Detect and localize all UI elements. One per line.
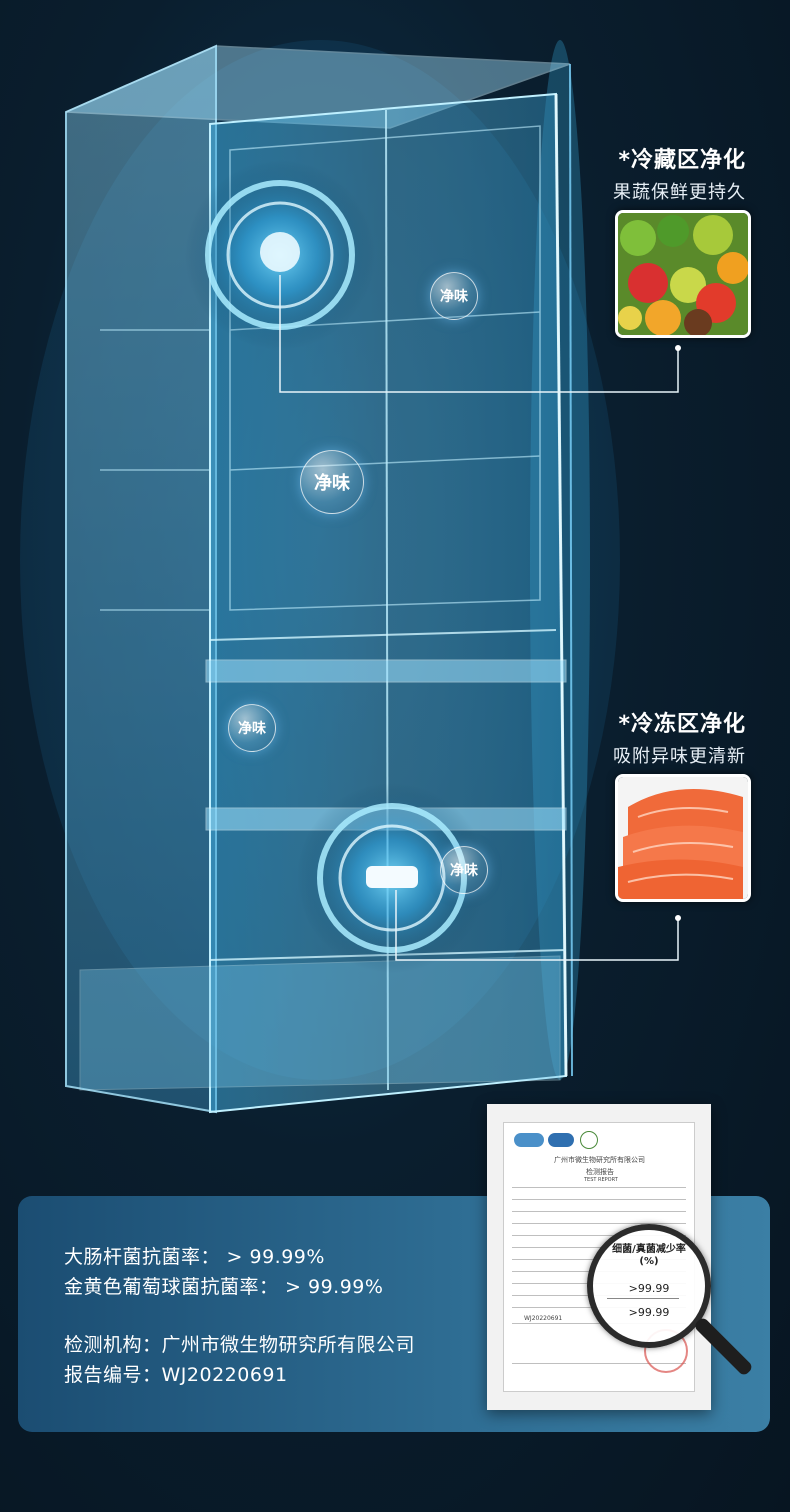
deodorize-bubble: 净味 [440,846,488,894]
deodorize-bubble: 净味 [228,704,276,752]
bubble-label: 净味 [440,289,468,305]
ilac-logo-icon [548,1133,574,1147]
freezer-zone-label: *冷冻区净化 吸附异味更清新 [613,706,746,768]
ecoli-rate: 大肠杆菌抗菌率： > 99.99% [64,1246,325,1268]
cma-seal-icon [580,1131,598,1149]
report-number-text: WJ20220691 [524,1315,563,1322]
magnifier-value-2: >99.99 [628,1306,670,1319]
magnifier-title: 细菌/真菌减少率 (%) [612,1244,686,1267]
testing-agency: 检测机构：广州市微生物研究所有限公司 [64,1334,416,1356]
report-subheader-en: TEST REPORT [584,1177,618,1183]
report-number: 报告编号：WJ20220691 [64,1364,288,1386]
bubble-label: 净味 [314,473,350,494]
magnifier-value-1: >99.99 [628,1282,670,1295]
cnas-logo-icon [514,1133,544,1147]
fridge-zone-label: *冷藏区净化 果蔬保鲜更持久 [613,142,746,204]
deodorize-bubble: 净味 [430,272,478,320]
deodorize-bubble: 净味 [300,450,364,514]
staph-rate: 金黄色葡萄球菌抗菌率： > 99.99% [64,1276,384,1298]
report-header: 广州市微生物研究所有限公司 [554,1156,645,1164]
fridge-zone-subtitle: 果蔬保鲜更持久 [613,182,746,203]
freezer-zone-title: *冷冻区净化 [618,712,746,737]
test-report-document: 广州市微生物研究所有限公司 检测报告 TEST REPORT WJ2022069… [487,1104,754,1410]
magnifier-icon: 细菌/真菌减少率 (%) >99.99 >99.99 [587,1224,711,1348]
bubble-label: 净味 [450,863,478,879]
salmon-photo [615,774,751,902]
freezer-zone-subtitle: 吸附异味更清新 [613,746,746,767]
vegetables-fruits-photo [615,210,751,338]
bubble-label: 净味 [238,721,266,737]
report-subheader: 检测报告 [586,1168,614,1176]
fridge-zone-title: *冷藏区净化 [618,148,746,173]
